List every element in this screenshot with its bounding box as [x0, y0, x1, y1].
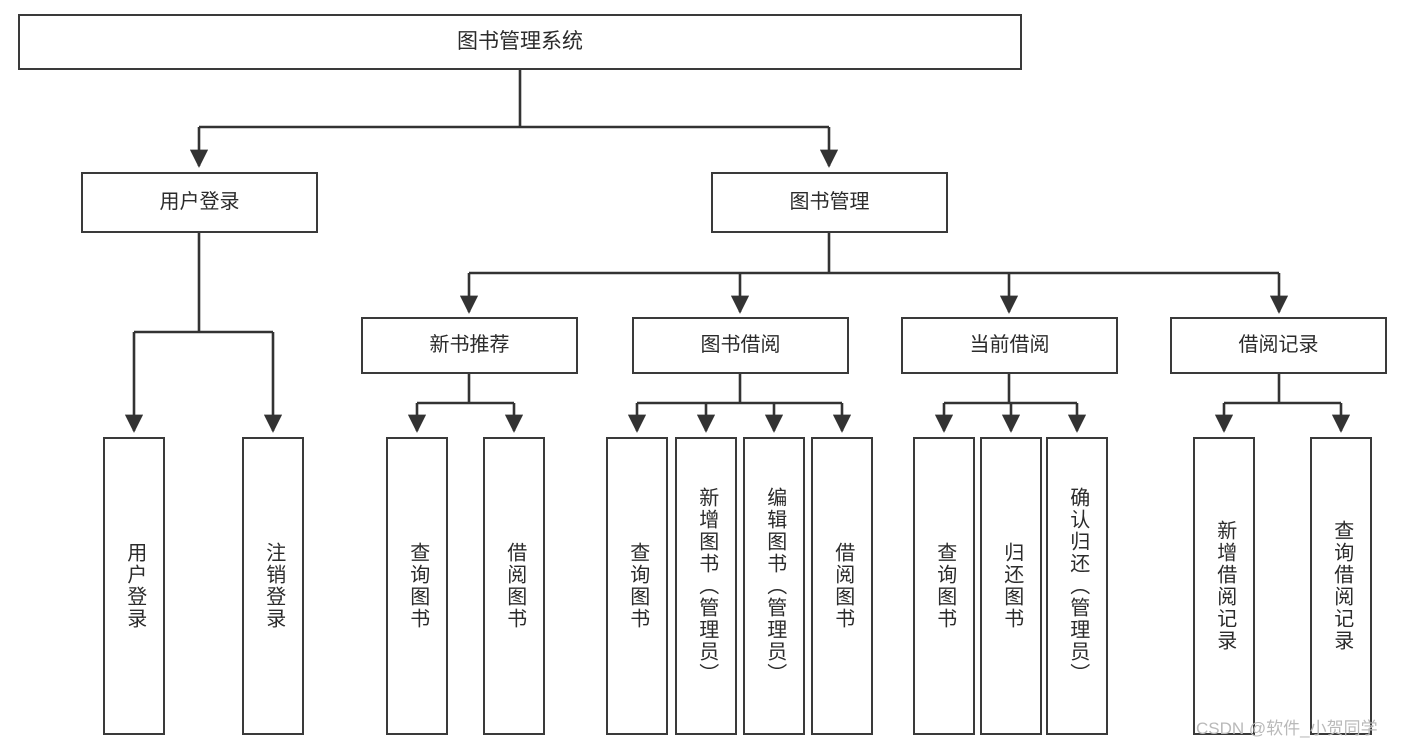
node-label: 借阅图书 [503, 542, 526, 630]
node-label: 用户登录 [159, 190, 240, 213]
node-label: 图书借阅 [700, 333, 781, 356]
node-new-book-recommend[interactable]: 新书推荐 [361, 317, 578, 374]
node-leaf-confirm-return[interactable]: 确认归还（管理员） [1046, 437, 1108, 735]
node-leaf-query-record[interactable]: 查询借阅记录 [1310, 437, 1372, 735]
node-label: 编辑图书（管理员） [763, 487, 786, 685]
node-label: 查询图书 [626, 542, 649, 630]
node-label: 图书管理系统 [457, 29, 583, 53]
node-label: 图书管理 [789, 190, 870, 213]
node-label: 查询图书 [406, 542, 429, 630]
node-leaf-edit-book[interactable]: 编辑图书（管理员） [743, 437, 805, 735]
node-borrow-record[interactable]: 借阅记录 [1170, 317, 1387, 374]
node-book-borrow[interactable]: 图书借阅 [632, 317, 849, 374]
node-label: 借阅图书 [831, 542, 854, 630]
node-leaf-query-book-3[interactable]: 查询图书 [913, 437, 975, 735]
node-label: 当前借阅 [969, 333, 1050, 356]
node-label: 用户登录 [123, 542, 146, 630]
node-root-system[interactable]: 图书管理系统 [18, 14, 1022, 70]
csdn-watermark: CSDN @软件_小贺同学 [1196, 719, 1378, 738]
node-leaf-logout-login[interactable]: 注销登录 [242, 437, 304, 735]
node-label: 注销登录 [262, 542, 285, 630]
node-label: 归还图书 [1000, 542, 1023, 630]
node-book-management[interactable]: 图书管理 [711, 172, 948, 233]
node-leaf-borrow-book-2[interactable]: 借阅图书 [811, 437, 873, 735]
node-current-borrow[interactable]: 当前借阅 [901, 317, 1118, 374]
node-leaf-query-book-1[interactable]: 查询图书 [386, 437, 448, 735]
node-label: 新增借阅记录 [1213, 520, 1236, 652]
node-label: 查询图书 [933, 542, 956, 630]
node-leaf-add-book[interactable]: 新增图书（管理员） [675, 437, 737, 735]
node-leaf-user-login[interactable]: 用户登录 [103, 437, 165, 735]
node-label: 新书推荐 [429, 333, 510, 356]
node-label: 确认归还（管理员） [1066, 487, 1089, 685]
node-leaf-add-record[interactable]: 新增借阅记录 [1193, 437, 1255, 735]
node-label: 查询借阅记录 [1330, 520, 1353, 652]
node-user-login[interactable]: 用户登录 [81, 172, 318, 233]
node-label: 新增图书（管理员） [695, 487, 718, 685]
node-leaf-return-book[interactable]: 归还图书 [980, 437, 1042, 735]
node-leaf-query-book-2[interactable]: 查询图书 [606, 437, 668, 735]
node-label: 借阅记录 [1238, 333, 1319, 356]
node-leaf-borrow-book-1[interactable]: 借阅图书 [483, 437, 545, 735]
